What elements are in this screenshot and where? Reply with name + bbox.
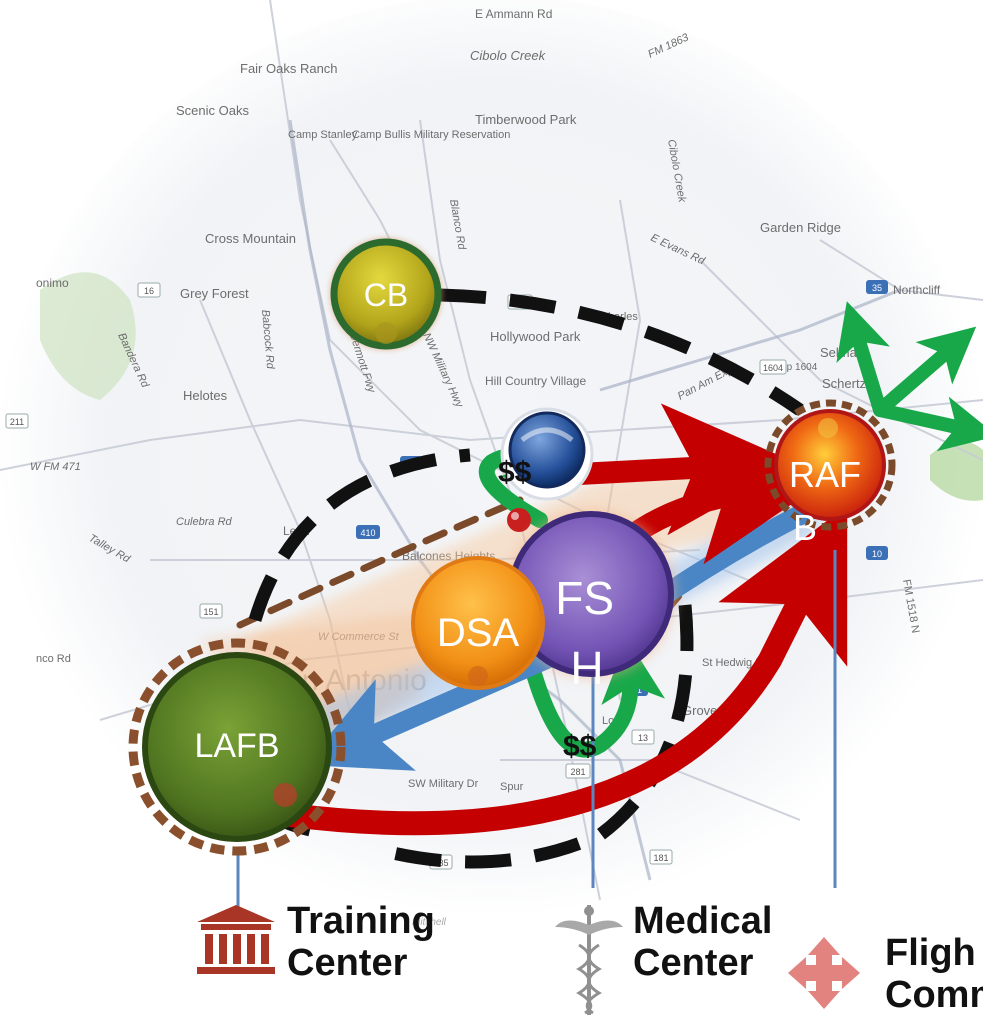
legend-training-line2: Center [287,942,408,984]
map-label: Garden Ridge [760,220,841,235]
legend-training-label: Training Center [287,900,435,984]
map-label: E Ammann Rd [475,7,552,21]
flight-command-icon [788,937,860,1009]
node-label-raf-line1: RAF [789,454,861,495]
map-label: Cibolo Creek [470,48,547,63]
road-shield: 211 [10,417,24,427]
map-label: Mitchell [412,917,447,928]
legend-medical-label: Medical Center [633,900,772,984]
legend-flight: Fligh Comm [885,932,983,1016]
node-label-fs-line1: FS [555,572,614,624]
map-label: Cross Mountain [205,231,296,246]
map-label: onimo [36,276,69,290]
map-label: Helotes [183,388,228,403]
map-label: nco Rd [36,653,71,665]
node-label-raf: RAF B [789,454,871,548]
legend-medical-line1: Medical [633,900,773,942]
map-label: Schertz [822,376,866,391]
map-label: Grove [682,703,717,718]
legend-training: Training Center [287,900,435,984]
road-shield: 181 [653,853,668,863]
map-label: Loop 1604 [770,362,818,373]
node-label-fs-line2: H [570,642,603,694]
road-shield: 281 [570,767,585,777]
legend-training-line1: Training [287,900,435,942]
road-shield: 16 [144,286,154,296]
map-label: Spur [500,781,524,793]
road-shield: 410 [360,528,375,538]
node-label-lafb: LAFB [194,727,279,765]
node-label-dsa: DSA [437,611,520,655]
legend-flight-label: Fligh Comm [885,932,983,1016]
road-shield: 135 [433,858,448,868]
map-label: Grey Forest [180,286,249,301]
node-lafb: LAFB [128,638,346,856]
node-dsa: DSA [411,556,545,690]
node-blue-service [500,407,594,532]
node-raf: RAF B [764,399,896,548]
road-shield: 35 [872,283,882,293]
money-label: $$ [563,730,597,763]
map-label: Culebra Rd [176,516,233,528]
map-label: Hollywood Park [490,329,581,344]
leader-lines [236,550,837,910]
map-label: SW Military Dr [408,778,479,790]
legend-medical-line2: Center [633,942,754,984]
map-label: Scenic Oaks [176,103,249,118]
map-label: Northcliff [893,283,941,297]
legend-medical: Medical Center [633,900,772,984]
money-label: $$ [498,456,532,489]
map-label: W FM 471 [30,461,81,473]
node-fs: FS H [507,510,675,694]
map-label: Hill Country Village [485,374,586,388]
legend-flight-line1: Fligh [885,932,976,974]
node-label-fs: FS H [555,572,627,694]
map-label: Fair Oaks Ranch [240,61,338,76]
road-shield: 1604 [763,363,783,373]
caduceus-icon [555,905,623,1015]
node-label-cb: CB [364,277,408,313]
node-label-raf-line2: B [793,507,817,548]
node-cb: CB [330,238,442,350]
legend-flight-line2: Comm [885,974,983,1016]
map-label: Timberwood Park [475,112,577,127]
map-label: Selma [820,345,858,360]
road-shield: 13 [638,733,648,743]
map-label: Babcock Rd [259,309,276,370]
map-label: Camp Stanley [288,129,358,141]
road-shield: 151 [203,607,218,617]
map-label: Camp Bullis Military Reservation [352,129,510,141]
road-shield: 10 [872,549,882,559]
training-center-icon [197,905,275,974]
